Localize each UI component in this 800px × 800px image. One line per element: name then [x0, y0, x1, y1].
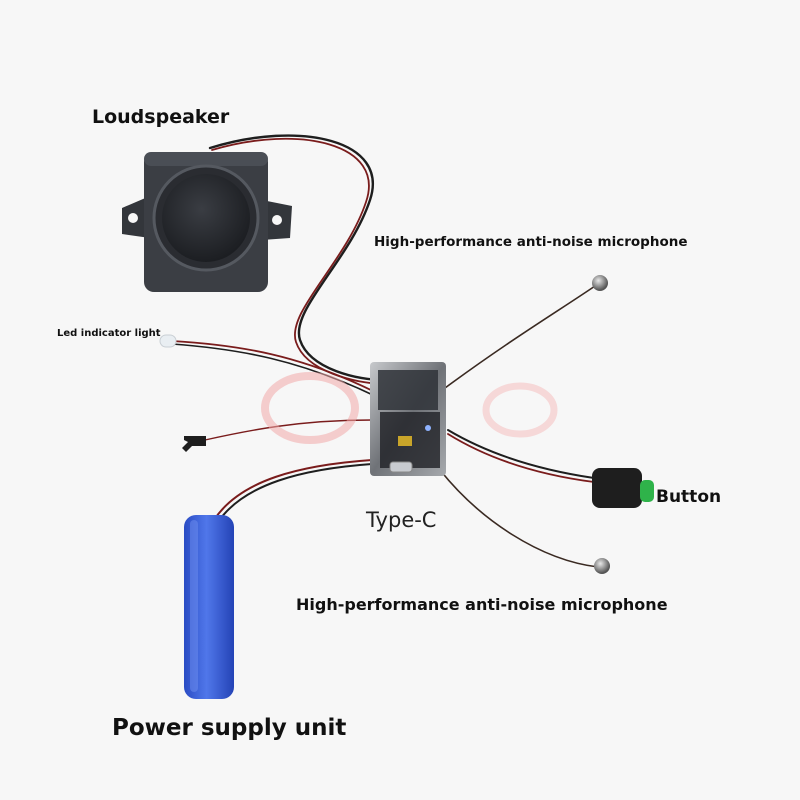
microphone-bottom-label: High-performance anti-noise microphone: [296, 595, 668, 614]
button-device: [592, 468, 654, 508]
mic-top-wire: [444, 283, 599, 389]
led-label: Led indicator light: [57, 328, 161, 339]
speaker-wire: [208, 134, 384, 382]
pcb-board: [370, 362, 446, 476]
led-indicator: [159, 334, 177, 348]
wires: [171, 134, 599, 568]
mic-bottom-wire: [439, 469, 599, 568]
battery-device: [184, 515, 234, 699]
small-connector: [182, 436, 206, 452]
battery-wire: [213, 459, 373, 521]
power-supply-label: Power supply unit: [112, 715, 347, 741]
microphone-top-label: High-performance anti-noise microphone: [374, 234, 688, 250]
loudspeaker-device: [122, 152, 292, 292]
reflections: [261, 372, 558, 444]
loudspeaker-label: Loudspeaker: [92, 106, 230, 128]
type-c-label: Type-C: [366, 508, 437, 532]
microphone-top: [592, 275, 608, 291]
button-label: Button: [656, 487, 722, 507]
led-wire: [171, 340, 376, 393]
microphone-bottom: [594, 558, 610, 574]
button-wire: [447, 429, 595, 479]
